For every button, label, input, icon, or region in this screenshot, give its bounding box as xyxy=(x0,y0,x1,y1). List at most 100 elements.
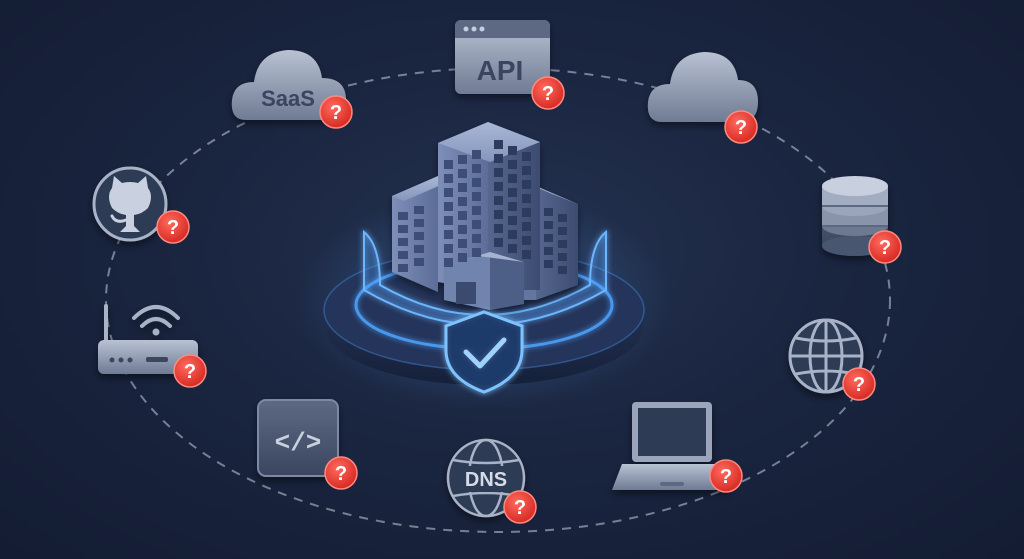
cloud-icon xyxy=(231,50,346,120)
building-window xyxy=(472,248,481,257)
building-window xyxy=(444,258,453,267)
building-window xyxy=(508,230,517,239)
building-window xyxy=(522,194,531,203)
badge-api: ? xyxy=(531,76,565,110)
building-window xyxy=(472,220,481,229)
question-mark-icon: ? xyxy=(853,374,865,396)
node-code: </> xyxy=(257,399,339,477)
question-mark-icon: ? xyxy=(542,83,554,105)
building-window xyxy=(508,174,517,183)
question-mark-icon: ? xyxy=(735,117,747,139)
building-window xyxy=(414,206,424,214)
building-window xyxy=(508,188,517,197)
building-window xyxy=(522,250,531,259)
building-window xyxy=(444,160,453,169)
building-window xyxy=(472,234,481,243)
central-organization xyxy=(294,122,674,410)
badge-router: ? xyxy=(173,354,207,388)
building-window xyxy=(398,212,408,220)
building-window xyxy=(398,264,408,272)
badge-database: ? xyxy=(868,230,902,264)
building-window xyxy=(398,238,408,246)
building-window xyxy=(558,253,567,261)
building-window xyxy=(444,174,453,183)
question-mark-icon: ? xyxy=(184,361,196,383)
wifi-router-icon xyxy=(98,304,198,374)
question-mark-icon: ? xyxy=(335,463,347,485)
code-label: </> xyxy=(275,428,322,458)
building-window xyxy=(398,251,408,259)
question-mark-icon: ? xyxy=(167,217,179,239)
building-window xyxy=(544,234,553,242)
building-window xyxy=(494,238,503,247)
node-web xyxy=(788,318,864,394)
building-window xyxy=(522,166,531,175)
building-window xyxy=(544,221,553,229)
building-window xyxy=(458,183,467,192)
building-window xyxy=(558,240,567,248)
building-windows xyxy=(398,150,481,272)
building-window xyxy=(494,182,503,191)
badge-code: ? xyxy=(324,456,358,490)
building-window xyxy=(414,258,424,266)
building-window xyxy=(522,152,531,161)
building-window xyxy=(458,239,467,248)
building-window xyxy=(558,266,567,274)
building-window xyxy=(414,245,424,253)
building-window xyxy=(444,188,453,197)
browser-window-icon xyxy=(455,20,550,94)
building-window xyxy=(544,247,553,255)
building-window xyxy=(444,244,453,253)
node-saas: SaaS xyxy=(231,50,346,120)
building-window xyxy=(494,168,503,177)
building-window xyxy=(508,244,517,253)
building-window xyxy=(522,222,531,231)
building-window xyxy=(472,178,481,187)
building-window xyxy=(558,214,567,222)
orbit-ring xyxy=(105,67,891,533)
globe-icon xyxy=(788,318,864,394)
building-window xyxy=(494,210,503,219)
laptop-icon xyxy=(612,402,732,490)
building-window xyxy=(472,150,481,159)
dns-label: DNS xyxy=(465,469,507,491)
building-window xyxy=(508,216,517,225)
building-window xyxy=(458,197,467,206)
building-window xyxy=(414,232,424,240)
node-github xyxy=(92,166,168,242)
building-window xyxy=(398,225,408,233)
node-dns: DNS xyxy=(446,438,526,518)
node-laptop xyxy=(612,402,732,490)
building-window xyxy=(458,169,467,178)
question-mark-icon: ? xyxy=(514,497,526,519)
building-window xyxy=(458,225,467,234)
building-window xyxy=(494,154,503,163)
badge-cloud: ? xyxy=(724,110,758,144)
building-window xyxy=(444,216,453,225)
building-window xyxy=(522,236,531,245)
building-window xyxy=(508,160,517,169)
building-window xyxy=(494,140,503,149)
building-window xyxy=(508,146,517,155)
building-window xyxy=(544,208,553,216)
api-label: API xyxy=(477,55,524,86)
building-window xyxy=(458,253,467,262)
building-window xyxy=(472,164,481,173)
badge-laptop: ? xyxy=(709,459,743,493)
badge-saas: ? xyxy=(319,95,353,129)
node-router xyxy=(98,304,198,374)
building-window xyxy=(494,196,503,205)
building-window xyxy=(472,206,481,215)
building-window xyxy=(522,208,531,217)
building-window xyxy=(444,230,453,239)
shield-check-icon xyxy=(444,310,524,394)
github-octocat-icon xyxy=(92,166,168,242)
building-window xyxy=(558,227,567,235)
code-window-icon xyxy=(257,399,339,477)
building-window xyxy=(458,211,467,220)
building-window xyxy=(544,260,553,268)
building-window xyxy=(522,180,531,189)
building-window xyxy=(444,202,453,211)
badge-dns: ? xyxy=(503,490,537,524)
